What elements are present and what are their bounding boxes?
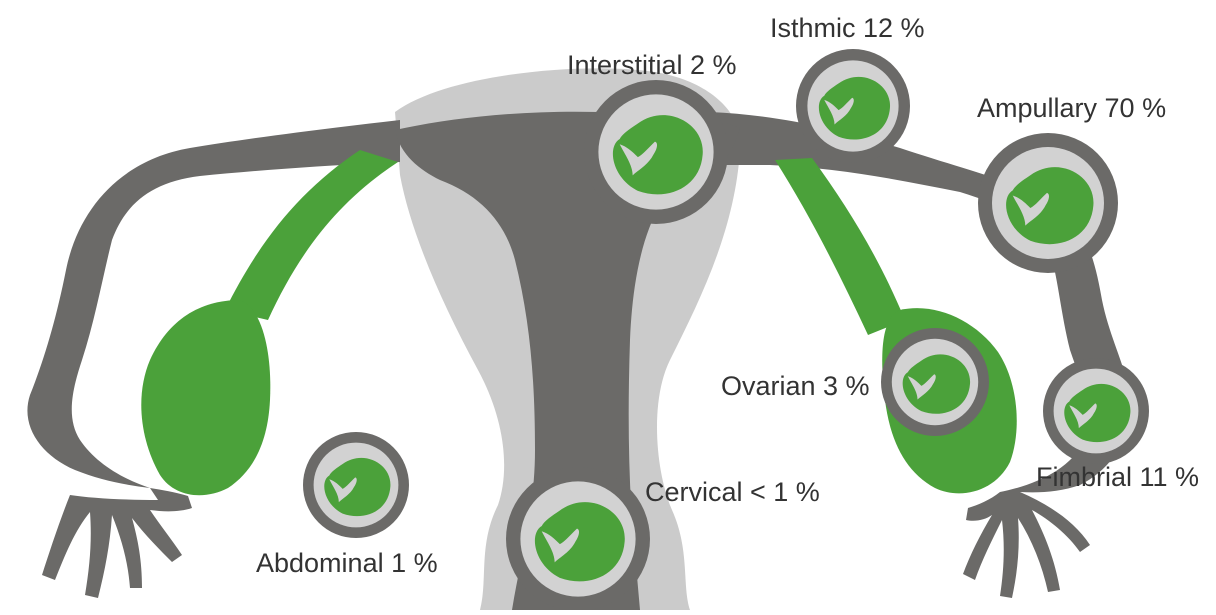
embryo-outline (907, 374, 936, 400)
embryo-outline (1012, 192, 1049, 226)
embryo-outline (329, 477, 357, 503)
embryo-icon (612, 115, 703, 195)
label-ovarian: Ovarian 3 % (721, 371, 870, 401)
embryo-outline (824, 97, 854, 125)
label-cervical: Cervical < 1 % (645, 477, 820, 507)
label-interstitial: Interstitial 2 % (567, 50, 737, 80)
uterine-cavity (395, 111, 740, 610)
left-ovary (141, 300, 271, 496)
marker-isthmic (796, 49, 910, 163)
embryo-icon (1006, 167, 1094, 245)
label-ampullary: Ampullary 70 % (977, 93, 1167, 123)
embryo-icon (818, 76, 891, 140)
marker-cervical (506, 467, 650, 611)
marker-interstitial (584, 80, 728, 224)
marker-ovarian (881, 328, 989, 436)
label-abdominal: Abdominal 1 % (256, 548, 438, 578)
embryo-icon (534, 502, 625, 582)
embryo-outline (1069, 403, 1097, 429)
embryo-icon (902, 354, 971, 414)
embryo-icon (1064, 383, 1131, 443)
embryo-outline (619, 141, 658, 176)
marker-ampullary (978, 133, 1118, 273)
label-isthmic: Isthmic 12 % (770, 13, 925, 43)
marker-abdominal (303, 432, 409, 538)
right-ovarian-ligament (775, 158, 905, 335)
label-fimbrial: Fimbrial 11 % (1036, 462, 1200, 492)
right-fallopian-tube (710, 112, 1131, 598)
left-fallopian-tube (27, 120, 401, 598)
embryo-icon (324, 457, 391, 517)
left-ovarian-ligament (225, 150, 398, 320)
embryo-outline (541, 528, 580, 563)
implantation-markers (303, 49, 1149, 611)
marker-fimbrial (1043, 358, 1149, 464)
